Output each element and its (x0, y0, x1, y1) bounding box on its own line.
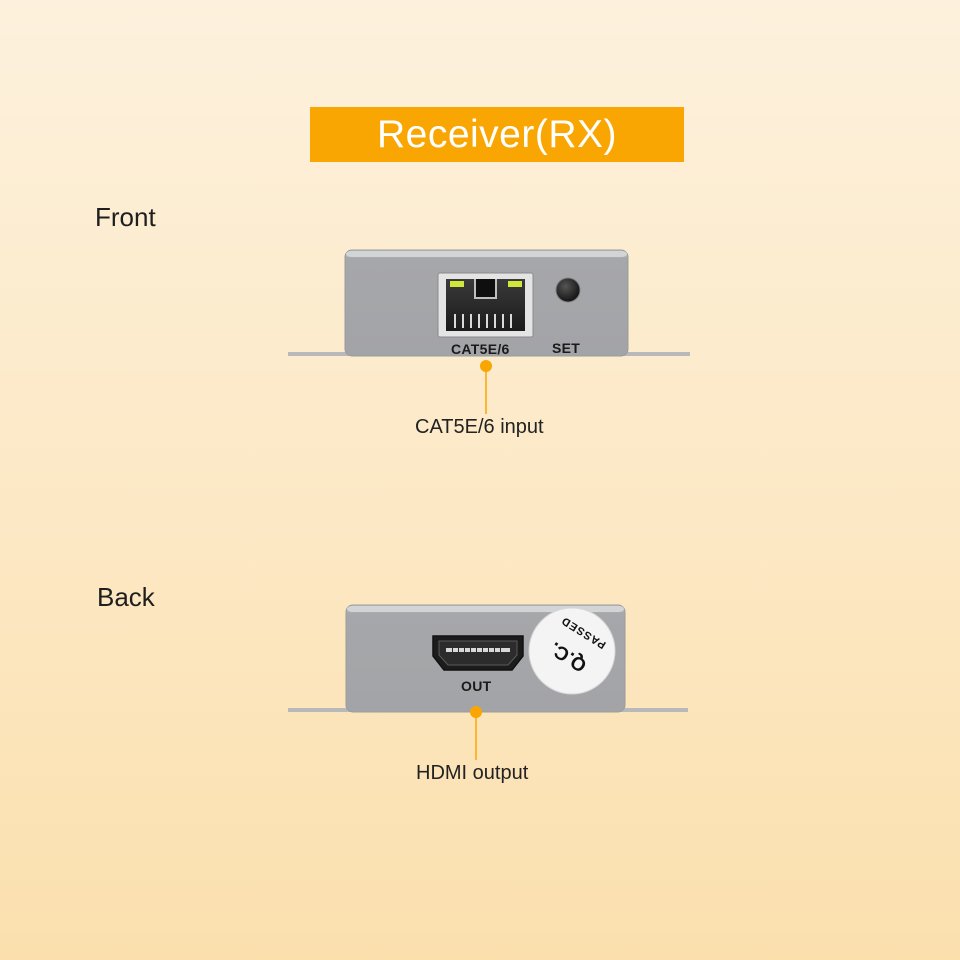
title-banner: Receiver(RX) (310, 107, 684, 162)
back-port-label: OUT (461, 678, 492, 694)
qc-passed-sticker (528, 607, 616, 695)
hdmi-port (432, 635, 524, 671)
back-top-highlight (347, 606, 624, 612)
front-section-label: Front (95, 202, 156, 232)
back-section-label: Back (97, 582, 155, 612)
front-top-highlight (346, 251, 627, 257)
set-button-icon (555, 277, 581, 303)
back-device (288, 604, 688, 713)
rj45-port (437, 272, 534, 338)
front-port-label: CAT5E/6 (451, 341, 510, 357)
page-title: Receiver(RX) (376, 112, 618, 156)
front-callout-text: CAT5E/6 input (415, 416, 544, 438)
rj45-led-right (508, 281, 522, 287)
back-callout-text: HDMI output (416, 762, 529, 784)
back-callout-dot (470, 706, 482, 718)
front-callout-dot (480, 360, 492, 372)
front-device (288, 249, 690, 357)
set-button-label: SET (552, 340, 581, 356)
rj45-led-left (450, 281, 464, 287)
